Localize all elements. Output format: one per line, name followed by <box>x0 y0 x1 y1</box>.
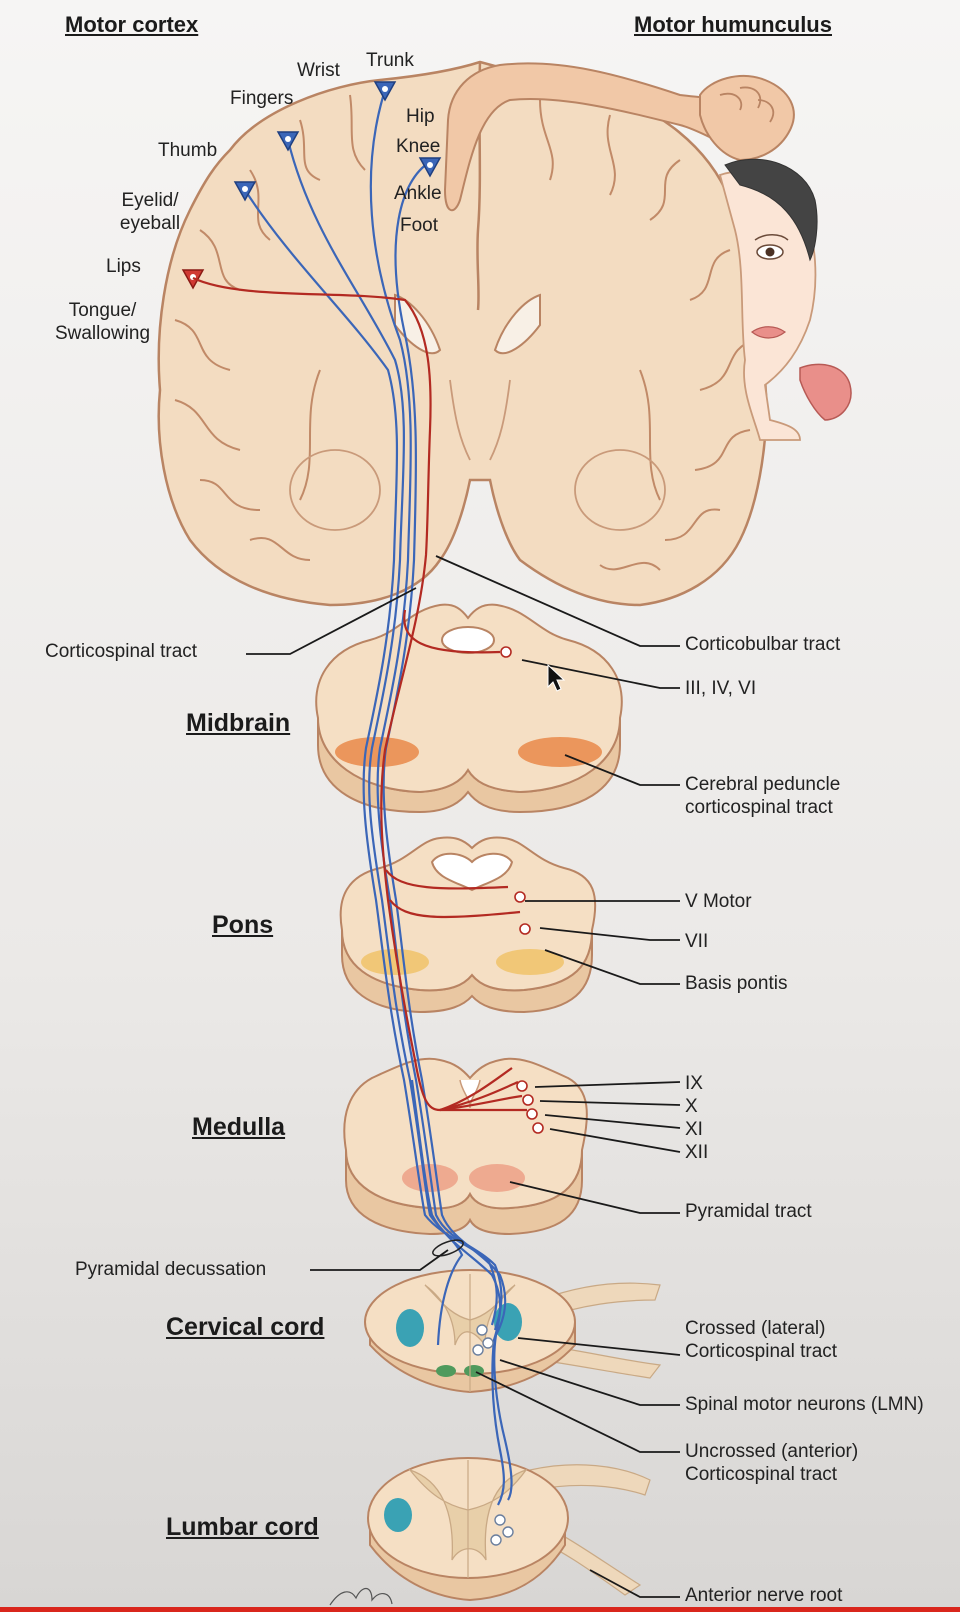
upper-motor-neuron-cells <box>181 81 442 290</box>
tongue-label-line-1: Tongue/ <box>68 300 137 321</box>
motor-homunculus-heading: Motor humunculus <box>634 12 832 37</box>
cerebral-peduncle-label: Cerebral peduncle corticospinal tract <box>685 774 840 820</box>
cervical-cord-section <box>364 1269 662 1394</box>
midbrain-section <box>315 603 623 814</box>
uncrossed-line-1: Uncrossed (anterior) <box>685 1441 859 1462</box>
corticobulbar-tract-label: Corticobulbar tract <box>685 634 841 655</box>
corticospinal-tract-fibers <box>244 89 513 1506</box>
v-motor-label: V Motor <box>685 891 752 912</box>
pyramidal-tract-label: Pyramidal tract <box>685 1201 812 1222</box>
midbrain-title: Midbrain <box>186 709 291 737</box>
spinal-motor-neurons-label: Spinal motor neurons (LMN) <box>685 1394 924 1415</box>
tongue-label-line-2: Swallowing <box>54 322 151 344</box>
medulla-title: Medulla <box>192 1113 286 1141</box>
anterior-nerve-root-label: Anterior nerve root <box>685 1585 843 1606</box>
cervical-cord-title: Cervical cord <box>166 1313 325 1341</box>
cn-x-label: X <box>685 1096 698 1117</box>
homunculus-figure <box>443 62 852 441</box>
thumb-label: Thumb <box>158 140 218 161</box>
spinal-motor-neuron-cells <box>472 1324 514 1546</box>
medulla-section <box>343 1057 588 1236</box>
motor-cortex-heading: Motor cortex <box>65 12 199 37</box>
brain-coronal-section <box>157 60 768 607</box>
wrist-label: Wrist <box>297 60 340 81</box>
cn-xii-label: XII <box>685 1142 709 1163</box>
eyelid-label-line-1: Eyelid/ <box>121 190 179 211</box>
pons-section <box>339 836 597 1014</box>
cn-ix-label: IX <box>685 1073 703 1094</box>
lips-label: Lips <box>106 256 141 277</box>
decussation-marker <box>432 1239 464 1257</box>
vii-label: VII <box>685 931 709 952</box>
tongue-swallowing-label: Tongue/ Swallowing <box>40 300 165 346</box>
eyelid-eyeball-label: Eyelid/ eyeball <box>105 190 195 236</box>
uncrossed-corticospinal-label: Uncrossed (anterior) Corticospinal tract <box>685 1441 858 1487</box>
hip-label: Hip <box>406 106 435 127</box>
lower-motor-neuron-cells <box>500 646 544 1134</box>
crossed-corticospinal-label: Crossed (lateral) Corticospinal tract <box>685 1318 837 1364</box>
video-progress-bar[interactable] <box>0 1607 960 1612</box>
fingers-label: Fingers <box>230 88 294 109</box>
eyelid-label-line-2: eyeball <box>119 212 181 234</box>
cranial-nerves-3-4-6-label: III, IV, VI <box>685 678 757 699</box>
artist-signature <box>329 1587 393 1606</box>
cn-xi-label: XI <box>685 1119 703 1140</box>
ankle-label: Ankle <box>394 183 442 204</box>
corticospinal-tract-label: Corticospinal tract <box>45 641 198 662</box>
cerebral-peduncle-line-1: Cerebral peduncle <box>685 774 841 795</box>
pons-title: Pons <box>212 911 274 939</box>
lumbar-cord-title: Lumbar cord <box>166 1513 319 1541</box>
lumbar-cord-section <box>367 1457 651 1602</box>
pyramidal-decussation-label: Pyramidal decussation <box>75 1259 267 1280</box>
crossed-line-2: Corticospinal tract <box>685 1340 838 1362</box>
cerebral-peduncle-line-2: corticospinal tract <box>685 796 833 818</box>
foot-label: Foot <box>400 215 439 236</box>
corticobulbar-tract-fibers <box>192 277 527 1112</box>
basis-pontis-label: Basis pontis <box>685 973 788 994</box>
leader-lines <box>246 555 681 1598</box>
knee-label: Knee <box>396 136 441 157</box>
trunk-label: Trunk <box>366 50 414 71</box>
uncrossed-line-2: Corticospinal tract <box>685 1463 838 1485</box>
mouse-cursor-icon <box>547 663 566 692</box>
crossed-line-1: Crossed (lateral) <box>685 1318 826 1339</box>
